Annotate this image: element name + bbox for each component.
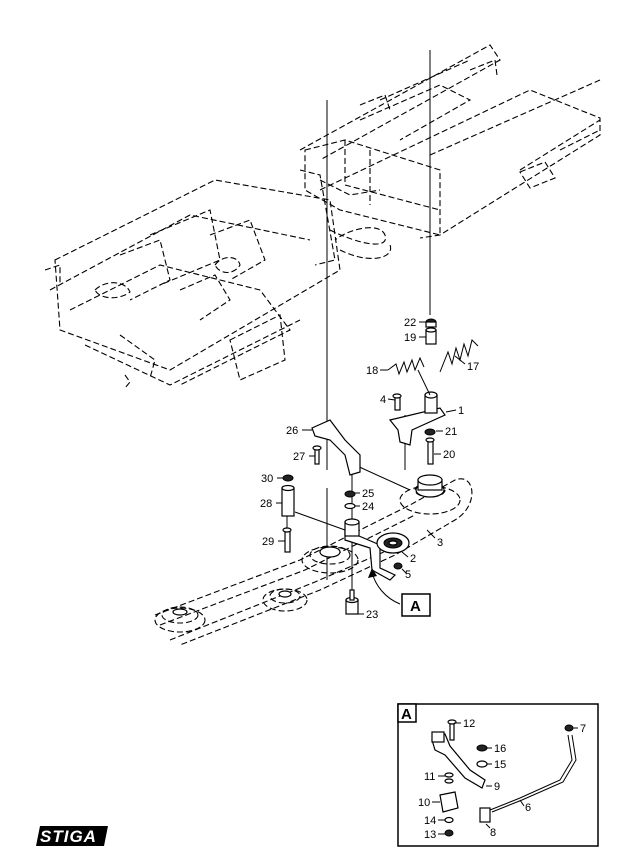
callout-6: 6 [525, 802, 531, 814]
spacer-28 [281, 484, 295, 517]
bracket-26 [311, 419, 361, 476]
callout-18: 18 [366, 365, 378, 377]
nut-22 [425, 318, 437, 328]
detail-panel-label: A [401, 706, 412, 723]
callout-8: 8 [490, 827, 496, 839]
callout-1: 1 [458, 405, 464, 417]
callout-19: 19 [404, 332, 416, 344]
callout-16: 16 [494, 743, 506, 755]
callout-2: 2 [410, 553, 416, 565]
washer-21 [424, 428, 436, 436]
washer-24 [344, 502, 356, 510]
detail-a-panel: A 12 7 16 15 11 9 [397, 703, 599, 847]
callout-12: 12 [463, 718, 475, 730]
callout-24: 24 [362, 501, 374, 513]
callout-13: 13 [424, 829, 436, 841]
bolt-27 [312, 445, 322, 465]
callout-30: 30 [261, 473, 273, 485]
bolt-29 [282, 527, 292, 553]
callout-9: 9 [494, 781, 500, 793]
nut-25 [344, 490, 356, 498]
bolt-23 [345, 589, 359, 615]
drive-belt-assembly [154, 478, 473, 646]
pulley-2 [376, 532, 410, 554]
bolt-20 [425, 437, 435, 465]
callout-5: 5 [405, 569, 411, 581]
chassis-frame [44, 44, 601, 389]
callout-17: 17 [467, 361, 479, 373]
callout-11: 11 [424, 771, 435, 783]
callout-25: 25 [362, 488, 374, 500]
callout-7: 7 [580, 723, 586, 735]
stiga-logo: STIGA [36, 826, 108, 846]
tension-arm [344, 518, 397, 581]
spring-18 [387, 356, 425, 376]
detail-callout-box: A [401, 593, 431, 617]
main-callouts: 22 19 17 18 4 1 21 20 26 27 30 25 24 28 … [260, 317, 479, 621]
detail-arrow [368, 568, 401, 605]
bolt-4 [392, 393, 402, 411]
callout-28: 28 [260, 498, 272, 510]
spacer-19 [425, 327, 437, 345]
detail-callout-label: A [410, 598, 421, 615]
callout-29: 29 [262, 536, 274, 548]
callout-21: 21 [445, 426, 457, 438]
idler-arm-1 [388, 369, 446, 446]
callout-14: 14 [424, 815, 436, 827]
callout-10: 10 [418, 797, 430, 809]
callout-15: 15 [494, 759, 506, 771]
callout-22: 22 [404, 317, 416, 329]
pulley-3 [415, 474, 445, 498]
callout-26: 26 [286, 425, 298, 437]
callout-23: 23 [366, 609, 378, 621]
callout-27: 27 [293, 451, 305, 463]
callout-3: 3 [437, 537, 443, 549]
callout-4: 4 [380, 394, 386, 406]
nut-30 [282, 474, 294, 482]
brand-logo-text: STIGA [40, 827, 97, 846]
callout-20: 20 [443, 449, 455, 461]
nut-5 [393, 562, 403, 570]
